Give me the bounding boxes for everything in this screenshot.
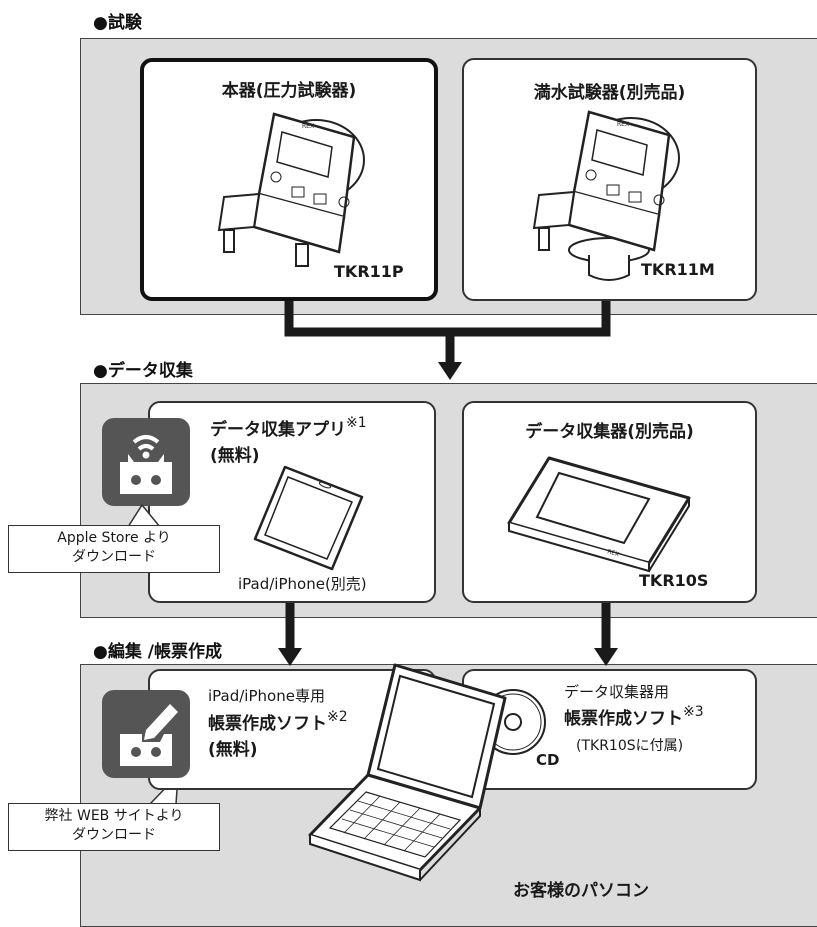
edit-app-icon[interactable]: [102, 690, 190, 778]
ipad-software-note: ※2: [327, 709, 348, 725]
app-download-callout: Apple Store より ダウンロード: [8, 525, 220, 573]
ipad-software-line1: iPad/iPhone専用: [208, 687, 325, 705]
main-device-model: TKR11P: [334, 262, 404, 281]
pc-label: お客様のパソコン: [513, 881, 649, 901]
tablet-icon: [253, 465, 364, 571]
option-device-card: 満水試験器(別売品) TKR11M REX: [462, 58, 757, 301]
water-tester-image: REX: [532, 110, 680, 281]
app-callout-line2: ダウンロード: [72, 549, 156, 565]
collector-brand: REX: [606, 548, 620, 558]
section-title-test: ●試験: [93, 13, 142, 33]
app-device-label: iPad/iPhone(別売): [238, 575, 367, 593]
option-device-title: 満水試験器(別売品): [533, 83, 686, 103]
cd-software-note: ※3: [683, 704, 704, 720]
cd-label: CD: [536, 751, 560, 769]
option-device-brand: REX: [617, 121, 629, 128]
collector-model: TKR10S: [639, 571, 709, 590]
pressure-tester-image: REX: [217, 112, 365, 267]
pc-download-callout: 弊社 WEB サイトより ダウンロード: [8, 803, 220, 851]
collector-title: データ収集器(別売品): [525, 422, 694, 442]
main-device-brand: REX: [302, 123, 314, 130]
collector-card: データ収集器(別売品) TKR10S REX: [462, 401, 757, 603]
wireless-app-icon[interactable]: [102, 418, 190, 506]
app-callout-line1: Apple Store より: [57, 530, 171, 546]
app-note: ※1: [346, 415, 367, 431]
cd-software-line2: 帳票作成ソフト: [564, 709, 683, 729]
main-device-card: 本器(圧力試験器) TKR11P REX: [140, 58, 438, 301]
section-title-edit: ●編集 /帳票作成: [93, 642, 222, 662]
app-title: データ収集アプリ: [210, 420, 346, 440]
ipad-software-line2: 帳票作成ソフト: [208, 714, 327, 734]
section-title-collect: ●データ収集: [93, 361, 193, 381]
pc-callout-line2: ダウンロード: [72, 827, 156, 843]
cd-software-line3: (TKR10Sに付属): [576, 738, 684, 754]
collector-device-image: REX: [507, 456, 691, 573]
option-device-model: TKR11M: [641, 260, 715, 279]
main-device-title: 本器(圧力試験器): [221, 81, 357, 101]
app-price: (無料): [210, 446, 260, 466]
cd-software-line1: データ収集器用: [564, 683, 670, 701]
pc-callout-line1: 弊社 WEB サイトより: [44, 808, 184, 824]
laptop-icon: [308, 663, 507, 882]
ipad-software-price: (無料): [208, 740, 258, 760]
